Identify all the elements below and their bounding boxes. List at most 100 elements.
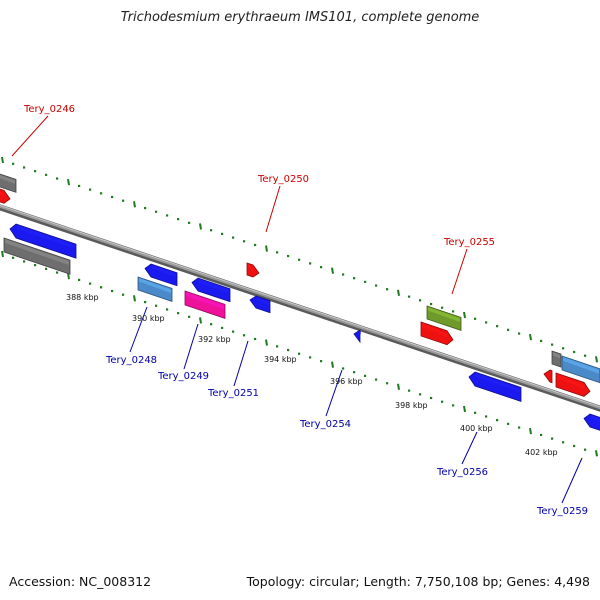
gene-block-0258c-highlight (557, 374, 584, 390)
leader-tery-0254 (325, 369, 343, 417)
scale-label-394: 394 kbp (264, 355, 297, 364)
gene-block-0245-highlight (0, 174, 15, 184)
gene-label-tery-0249[interactable]: Tery_0249 (157, 371, 209, 382)
forward-minor-tick (540, 339, 543, 343)
reverse-minor-tick (232, 330, 235, 333)
gene-block-0251 (249, 295, 271, 314)
forward-minor-tick (276, 251, 279, 254)
forward-minor-tick (12, 162, 15, 165)
reverse-minor-tick (34, 264, 37, 267)
gene-label-tery-0254[interactable]: Tery_0254 (299, 419, 351, 430)
forward-minor-tick (496, 325, 499, 328)
gene-label-tery-0256[interactable]: Tery_0256 (436, 467, 488, 478)
leader-tery-0249 (183, 323, 199, 370)
reverse-minor-tick (309, 356, 312, 359)
gene-block-0258b-highlight (563, 357, 599, 374)
forward-minor-tick (166, 214, 169, 217)
reverse-minor-tick (177, 312, 180, 315)
gene-label-tery-0255[interactable]: Tery_0255 (443, 237, 495, 248)
gene-block-0255 (426, 305, 462, 331)
reverse-major-tick (133, 295, 136, 302)
gene-block-0245 (0, 173, 17, 193)
forward-minor-tick (364, 280, 367, 283)
gene-block-0248-highlight (152, 265, 176, 278)
gene-block-0258-body (543, 369, 553, 384)
reverse-minor-tick (364, 374, 367, 377)
forward-minor-tick (562, 347, 565, 350)
forward-major-tick (199, 223, 202, 230)
gene-label-tery-0251[interactable]: Tery_0251 (207, 388, 259, 399)
forward-minor-tick (408, 295, 411, 298)
gene-block-0249-highlight (199, 279, 229, 294)
gene-block-0258c (555, 372, 591, 397)
reverse-minor-tick (441, 400, 444, 403)
forward-minor-tick (474, 317, 477, 320)
gene-block-0249-body (191, 277, 231, 303)
gene-block-0258 (543, 369, 553, 384)
reverse-minor-tick (188, 315, 191, 318)
forward-minor-tick (287, 254, 290, 258)
leader-tery-0256 (461, 431, 478, 465)
gene-block-0248-body (144, 263, 178, 287)
reverse-minor-tick (287, 348, 290, 352)
forward-minor-tick (518, 332, 521, 335)
gene-block-0259-highlight (591, 415, 600, 423)
reverse-minor-tick (243, 334, 246, 337)
gene-label-tery-0250[interactable]: Tery_0250 (257, 174, 309, 185)
gene-label-tery-0246[interactable]: Tery_0246 (23, 104, 75, 115)
scale-label-402: 402 kbp (525, 448, 558, 457)
topology-summary: Topology: circular; Length: 7,750,108 bp… (246, 574, 590, 589)
reverse-tick-track (1, 250, 598, 457)
gene-block-0247-body (9, 223, 77, 259)
reverse-minor-tick (23, 260, 26, 263)
reverse-minor-tick (155, 304, 158, 307)
reverse-minor-tick (166, 308, 169, 311)
gene-label-tery-0248[interactable]: Tery_0248 (105, 355, 157, 366)
forward-minor-tick (221, 232, 224, 236)
reverse-minor-tick (584, 448, 587, 451)
gene-block-0255-highlight (428, 307, 460, 322)
gene-block-0250 (246, 262, 260, 278)
reverse-minor-tick (221, 326, 224, 330)
forward-minor-tick (155, 210, 158, 213)
reverse-major-tick (397, 383, 400, 391)
reverse-minor-tick (507, 422, 510, 425)
forward-major-tick (133, 201, 136, 208)
gene-block-0258b (561, 355, 600, 384)
reverse-major-tick (199, 317, 202, 324)
forward-minor-tick (177, 218, 180, 221)
gene-label-tery-0259[interactable]: Tery_0259 (536, 506, 588, 517)
scale-label-400: 400 kbp (460, 424, 493, 433)
gene-block-0248b-highlight (139, 278, 171, 293)
forward-major-tick (397, 289, 400, 297)
gene-block-0251-highlight (257, 297, 269, 305)
reverse-minor-tick (573, 444, 576, 448)
reverse-minor-tick (144, 300, 147, 304)
gene-block-0254 (353, 329, 361, 344)
backbone (0, 204, 600, 412)
scale-label-392: 392 kbp (198, 335, 231, 344)
reverse-minor-tick (78, 278, 81, 282)
forward-minor-tick (507, 328, 510, 331)
gene-block-0248b (137, 276, 173, 302)
forward-minor-tick (430, 302, 433, 306)
reverse-major-tick (265, 339, 268, 346)
forward-minor-tick (298, 258, 301, 261)
reverse-minor-tick (518, 426, 521, 429)
forward-minor-tick (34, 170, 37, 173)
reverse-minor-tick (254, 337, 257, 341)
reverse-minor-tick (122, 293, 125, 296)
reverse-minor-tick (100, 286, 103, 289)
gene-labels: Tery_0246 Tery_0250 Tery_0255 Tery_0248 … (23, 104, 588, 517)
forward-minor-tick (89, 188, 92, 191)
leader-tery-0251 (233, 340, 249, 387)
gene-track (0, 173, 600, 431)
gene-block-0249b-highlight (186, 292, 224, 310)
leader-tery-0248 (129, 306, 148, 353)
leader-tery-0250 (265, 185, 281, 233)
forward-minor-tick (232, 236, 235, 239)
reverse-minor-tick (56, 271, 59, 274)
forward-major-tick (331, 267, 334, 274)
gene-block-0256-body (468, 371, 522, 403)
